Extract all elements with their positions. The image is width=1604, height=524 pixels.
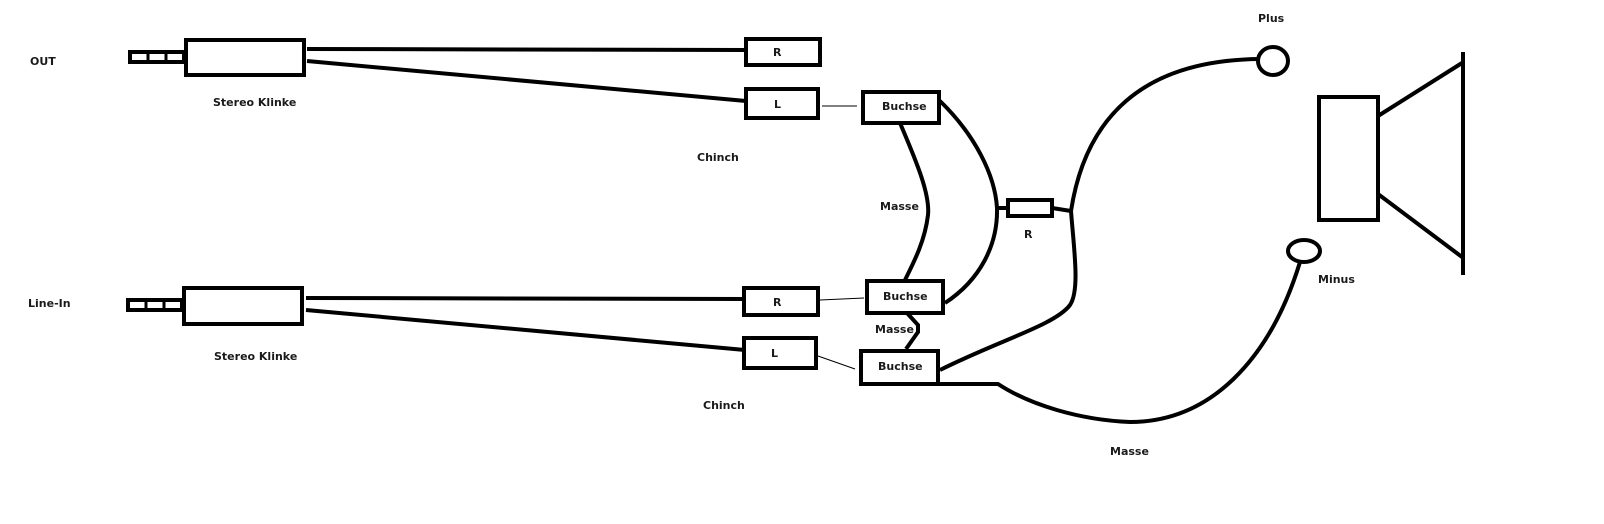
- buchse-2-box: [865, 279, 945, 315]
- cinch-out-r-box: [744, 37, 822, 67]
- label-masse-1: Masse: [880, 200, 919, 213]
- resistor-box: [1006, 198, 1054, 218]
- buchse-2-label: Buchse: [883, 290, 928, 303]
- cinch-in-r-label: R: [773, 296, 782, 309]
- minus-terminal: [1286, 238, 1322, 264]
- cinch-out-r-label: R: [773, 46, 782, 59]
- wire-in-r: [305, 296, 747, 301]
- wire-resistor-to-buchse-3: [939, 210, 1078, 372]
- speaker-cone-top: [1376, 61, 1464, 118]
- jack-body: [182, 286, 304, 326]
- buchse-3-label: Buchse: [878, 360, 923, 373]
- wire-plus: [1069, 57, 1261, 212]
- wire-in-l-to-buchse-3: [817, 355, 856, 370]
- wire-in-l: [305, 308, 746, 352]
- wire-in-r-to-buchse-2: [819, 297, 865, 301]
- wire-out-l: [306, 59, 747, 103]
- stereo-jack-line-in: [126, 286, 304, 326]
- label-line-in: Line-In: [28, 297, 71, 310]
- jack-plug-tip: [126, 298, 184, 312]
- label-chinch-top: Chinch: [697, 151, 739, 164]
- wire-signal-buchse1-buchse2: [938, 99, 1000, 305]
- label-stereo-klinke-top: Stereo Klinke: [213, 96, 296, 109]
- buchse-1-label: Buchse: [882, 100, 927, 113]
- jack-body: [184, 38, 306, 77]
- label-plus: Plus: [1258, 12, 1285, 25]
- cinch-in-l-box: [742, 336, 818, 370]
- stereo-jack-out: [128, 38, 306, 77]
- label-stereo-klinke-bottom: Stereo Klinke: [214, 350, 297, 363]
- label-masse-3: Masse: [1110, 445, 1149, 458]
- label-chinch-bottom: Chinch: [703, 399, 745, 412]
- cinch-out-l-box: [744, 87, 820, 120]
- plus-terminal: [1256, 45, 1290, 77]
- wire-resistor-right: [1051, 206, 1072, 213]
- wire-masse-buchse2-buchse3: [904, 311, 920, 351]
- wire-masse-to-minus: [935, 261, 1302, 425]
- speaker-cone-bottom: [1376, 192, 1464, 259]
- speaker-icon: [1317, 52, 1465, 275]
- label-minus: Minus: [1318, 273, 1355, 286]
- wire-masse-buchse1-buchse2: [898, 122, 931, 281]
- label-masse-2: Masse: [875, 323, 914, 336]
- jack-plug-tip: [128, 50, 186, 64]
- cinch-in-l-label: L: [771, 347, 778, 360]
- speaker-magnet: [1317, 95, 1380, 222]
- label-resistor: R: [1024, 228, 1033, 241]
- buchse-3-box: [859, 349, 940, 386]
- cinch-out-l-label: L: [774, 98, 781, 111]
- buchse-1-box: [861, 90, 941, 125]
- wire-out-r: [306, 47, 749, 52]
- label-out: OUT: [30, 55, 56, 68]
- cinch-in-r-box: [742, 286, 820, 317]
